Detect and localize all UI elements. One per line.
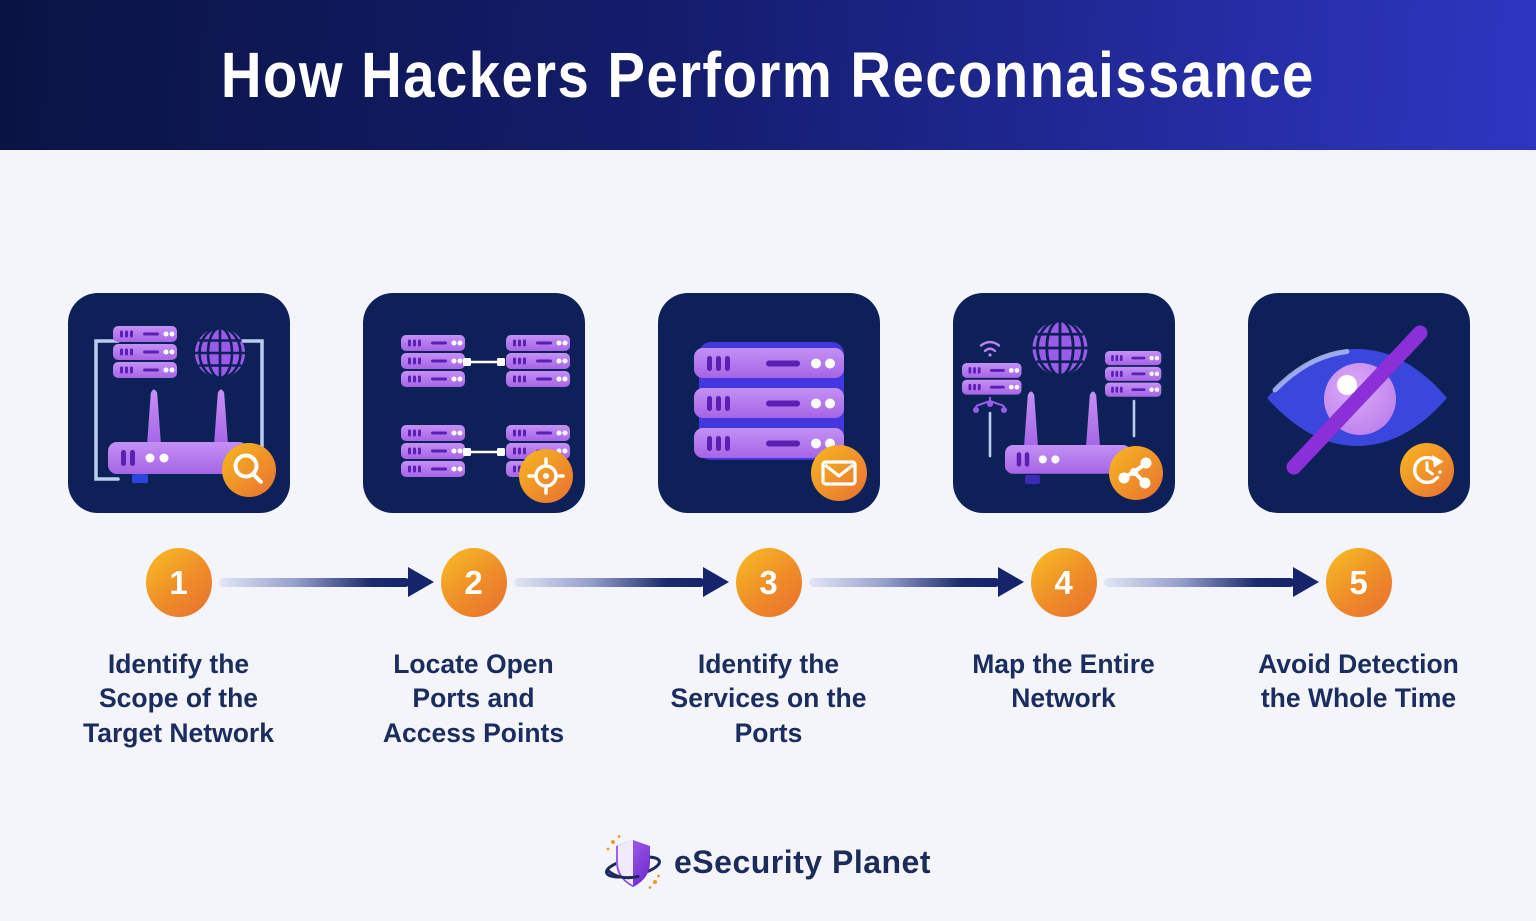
brand-name: eSecurity Planet <box>674 843 931 880</box>
network-topology-icon <box>961 319 1163 500</box>
clock-history-icon <box>1399 443 1454 497</box>
step-column-1: 1 Identify the Scope of the Target Netwo… <box>31 0 326 750</box>
node-branches-icon <box>972 397 1007 413</box>
wifi-icon <box>979 340 1000 357</box>
linked-server-racks-icon <box>363 293 573 503</box>
step-number-badge-3: 3 <box>735 548 802 617</box>
step-column-4: 4 Map the Entire Network <box>916 0 1211 716</box>
step-column-2: 2 Locate Open Ports and Access Points <box>326 0 621 750</box>
arrow-icon <box>218 567 434 597</box>
shield-logo-icon <box>605 835 661 889</box>
step-number: 1 <box>169 563 188 601</box>
arrow-icon <box>1103 567 1319 597</box>
step-number: 2 <box>464 563 483 601</box>
step-number-badge-1: 1 <box>145 548 212 617</box>
step-column-5: 5 Avoid Detection the Whole Time <box>1211 0 1506 716</box>
step-card-5 <box>1247 293 1470 513</box>
arrow-icon <box>808 567 1024 597</box>
step-number: 3 <box>759 563 778 601</box>
step-number: 5 <box>1349 563 1368 601</box>
step-card-4 <box>952 293 1175 513</box>
step-card-2 <box>362 293 585 513</box>
header-banner: How Hackers Perform Reconnaissance <box>0 0 1536 150</box>
step-label-1: Identify the Scope of the Target Network <box>83 649 274 748</box>
step-card-3 <box>657 293 880 513</box>
step-column-3: 3 Identify the Services on the Ports <box>621 0 916 750</box>
share-nodes-icon <box>1108 446 1163 500</box>
server-stack-icon <box>693 342 867 501</box>
step-label-4: Map the Entire Network <box>972 649 1155 714</box>
router-globe-servers-scan-icon <box>93 293 276 497</box>
crosshair-icon <box>518 449 573 503</box>
step-number-badge-4: 4 <box>1030 548 1097 617</box>
step-number-badge-2: 2 <box>440 548 507 617</box>
hidden-eye-icon <box>1266 325 1454 497</box>
footer-logo: eSecurity Planet <box>0 832 1536 892</box>
step-card-1 <box>67 293 290 513</box>
magnifier-icon <box>221 443 276 497</box>
page-title: How Hackers Perform Reconnaissance <box>221 39 1315 111</box>
step-label-3: Identify the Services on the Ports <box>670 649 867 748</box>
step-number-badge-5: 5 <box>1325 548 1392 617</box>
arrow-icon <box>513 567 729 597</box>
step-number: 4 <box>1054 563 1073 601</box>
step-label-2: Locate Open Ports and Access Points <box>382 649 565 748</box>
step-label-5: Avoid Detection the Whole Time <box>1258 649 1459 714</box>
mail-icon <box>810 445 867 501</box>
